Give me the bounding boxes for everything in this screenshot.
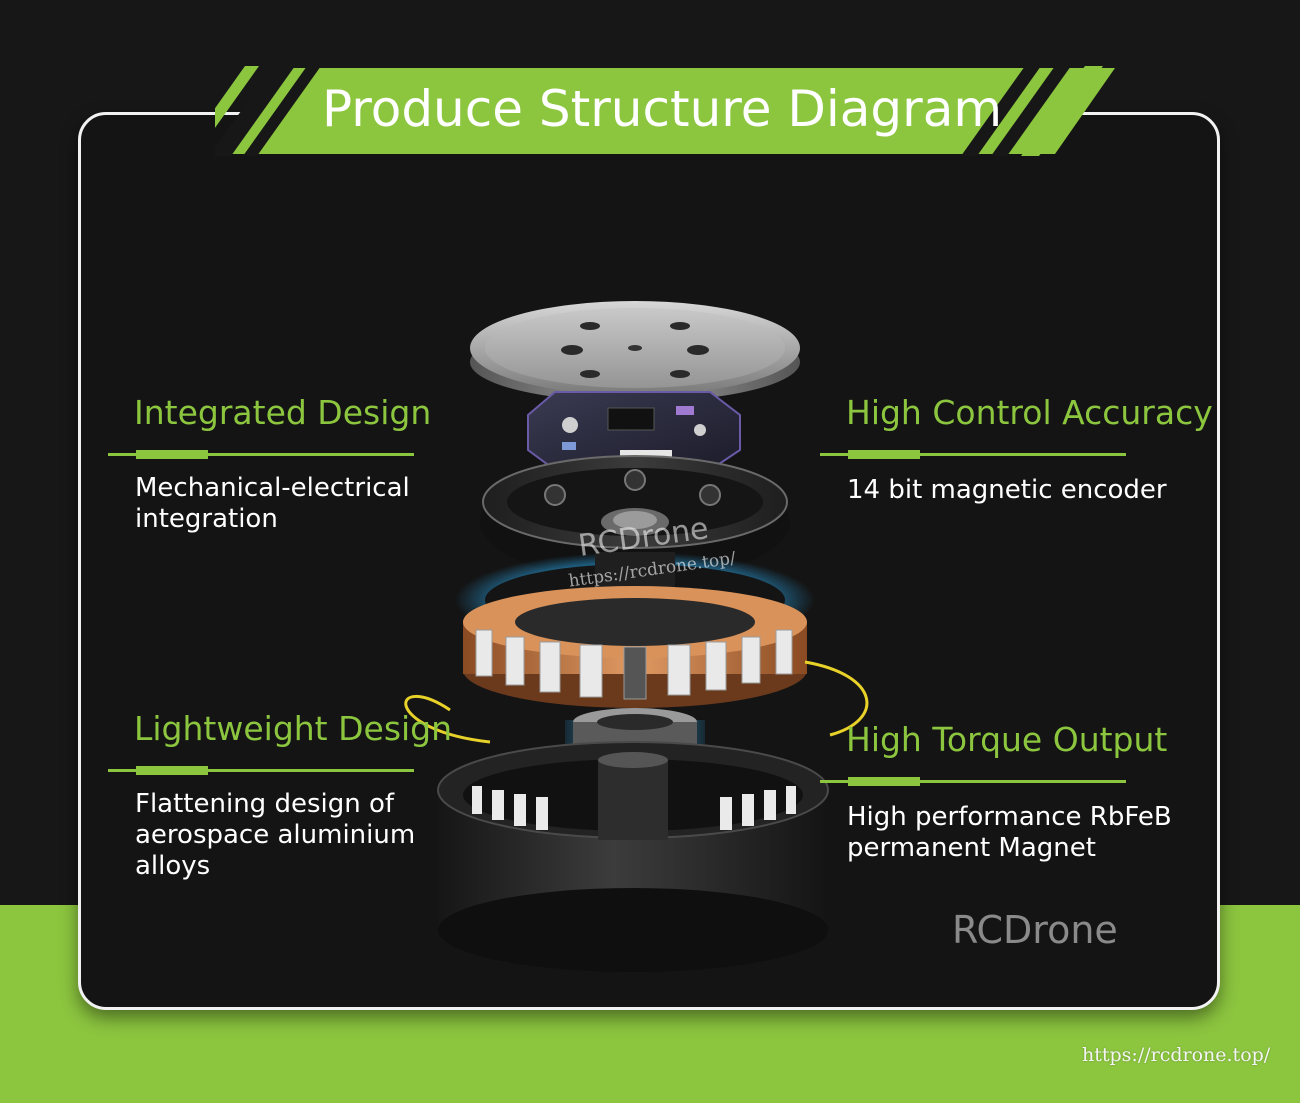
feature-desc-lightweight-design: Flattening design of aerospace aluminium…: [135, 789, 416, 881]
title-banner: [215, 66, 1115, 156]
feature-desc-integrated-design: Mechanical-electrical integration: [135, 473, 410, 534]
feature-title-high-torque-output: High Torque Output: [846, 720, 1168, 759]
watermark-footer-url: https://rcdrone.top/: [1082, 1044, 1271, 1066]
feature-title-lightweight-design: Lightweight Design: [134, 709, 453, 748]
page-title: Produce Structure Diagram: [322, 80, 1003, 138]
feature-title-high-control-accuracy: High Control Accuracy: [846, 393, 1213, 432]
feature-divider-lightweight: [108, 766, 414, 775]
feature-desc-high-control-accuracy: 14 bit magnetic encoder: [847, 475, 1167, 505]
feature-divider-integrated: [108, 450, 414, 459]
motor-exploded-illustration: [404, 301, 869, 972]
magnetic-field-line-left: [404, 694, 491, 744]
top-plate: [470, 301, 800, 402]
feature-desc-high-torque-output: High performance RbFeB permanent Magnet: [847, 802, 1172, 863]
feature-divider-control: [820, 450, 1126, 459]
encoder-pcb: [527, 391, 741, 471]
watermark-corner-name: RCDrone: [952, 908, 1118, 952]
magnetic-field-line-right: [804, 660, 869, 737]
rotor-bell: [437, 741, 829, 972]
stator-windings: [463, 586, 807, 708]
feature-divider-torque: [820, 777, 1126, 786]
encoder-housing: [480, 455, 790, 580]
banner-shape: [215, 68, 1115, 154]
feature-title-integrated-design: Integrated Design: [134, 393, 432, 432]
